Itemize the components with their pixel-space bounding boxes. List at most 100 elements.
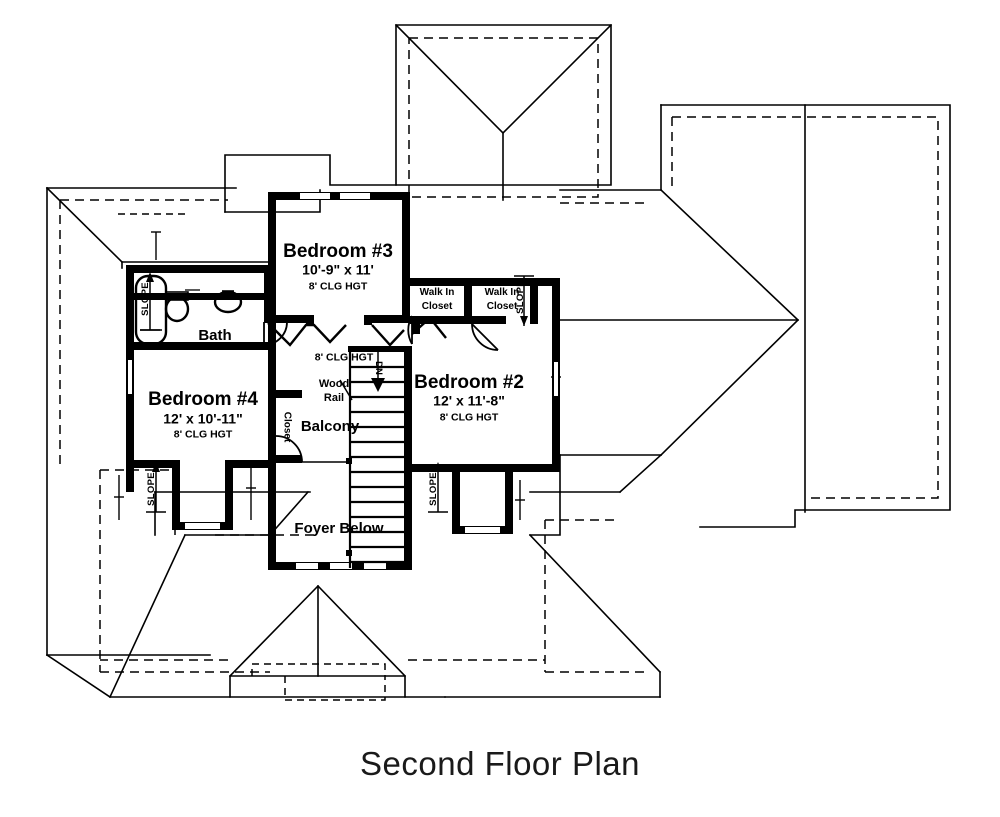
wall-bath-left [126,265,134,350]
slope-label-4: SLOPE [428,472,440,506]
closet-label-walkin-left-line2: Closet [421,300,453,312]
wall-hall-jog-right [364,315,372,325]
right-point-bay-roof [659,188,800,457]
window-bedroom4-bay [185,523,220,529]
right-wing-eave-dashed [672,116,939,499]
wall-bedroom2-left-stub [412,316,420,334]
wall-walkin-bottom-right [472,316,506,324]
bottom-gable-eave [251,663,386,676]
door-closet-arc [275,435,303,463]
bath-fixtures-group [134,274,243,346]
room-dimension-bedroom3: 10'-9" x 11' [302,261,374,278]
wall-bedroom3-right [402,192,410,322]
wall-walkin-outer-right [552,278,560,326]
room-dimension-bedroom2: 12' x 11'-8" [433,392,505,409]
wall-stair-top [348,346,406,352]
window-foyer-a [296,563,318,569]
slope-label-1: SLOPE [140,282,152,316]
top-dormer-hip-lines [394,23,613,135]
wall-bedroom3-top [268,192,410,200]
ceiling-height-balcony: 8' CLG HGT [314,351,374,364]
toilet-bowl-icon [164,295,190,323]
room-dimension-bedroom4: 12' x 10'-11" [163,410,243,427]
walls-group [126,192,560,570]
wall-balcony-left-lower [268,462,276,570]
wall-bath-vanity-divider [126,293,276,300]
room-label-balcony: Balcony [300,418,360,436]
rail-post-b [346,550,352,556]
ceiling-height-bedroom3: 8' CLG HGT [308,280,368,293]
wall-bedroom3-left [268,192,276,322]
top-dormer-eave-dashed [408,37,599,198]
right-wing-roof-outline [660,104,951,528]
window-bedroom3-a [300,193,330,199]
room-label-bedroom2: Bedroom #2 [414,372,524,394]
wall-bedroom4-bay [126,460,268,530]
wall-bedroom2-right [552,326,560,472]
room-label-foyer-below: Foyer Below [294,520,384,538]
wall-bedroom2-bottom [412,464,560,472]
lower-left-hip-diagonal [108,533,187,699]
wall-bath-bottom [126,342,271,350]
stair-group [276,352,404,568]
upper-left-hip-diagonal [45,186,124,264]
wall-balcony-left-upper [268,323,276,398]
bottom-gable-eave-lower [284,676,386,701]
wall-bedroom2-bay [412,464,560,534]
wall-closet-bottom [268,455,302,463]
window-bedroom2-right [554,362,558,396]
page-title: Second Floor Plan [360,745,640,782]
hall-angled-walls [267,316,447,347]
sink-basin-icon [213,290,243,314]
window-foyer-b [330,563,352,569]
dn-arrow-head [371,378,385,392]
window-bedroom4-left [128,360,132,394]
roof-outline-group [45,23,951,701]
wall-bath-top [126,265,276,273]
wood-rail-label-line1: Wood [318,378,350,391]
toilet-tank-icon [165,291,189,301]
closet-label-walkin-right-line2: Closet [486,300,518,312]
window-foyer-c [364,563,386,569]
wall-walkin-top [410,278,560,286]
closet-label-walkin-left-line1: Walk In [419,286,455,298]
room-label-bedroom4: Bedroom #4 [148,389,258,411]
wall-bedroom4-left [126,342,134,492]
wall-bedroom3-bottom-right [372,315,410,323]
lower-left-hip-corner [45,653,112,699]
wall-walkin-divider [464,278,472,324]
hall-wall-angled-left [267,322,347,347]
hall-wall-angled-right [371,324,405,347]
wood-rail-leader [339,379,353,401]
wall-hall-jog-left [306,315,314,325]
door-walkin-right-leaf [471,323,499,351]
slope-label-2: SLOPE [515,280,527,314]
slope-arrow-2 [520,316,528,326]
room-label-bath: Bath [198,327,232,345]
lower-right-notch [529,491,561,536]
door-walkin-left-arc [407,315,413,345]
stair-direction-label: DN [372,361,384,375]
lower-right-hip-diagonal [528,533,662,674]
hall-wall-angled-right2 [411,316,447,339]
lower-left-diag-a [268,490,310,537]
ceiling-height-bedroom2: 8' CLG HGT [439,411,499,424]
window-bedroom2-bay [465,527,500,533]
lower-right-diag [618,453,663,494]
slope-label-3: SLOPE [146,472,158,506]
wall-closet-top [268,390,302,398]
wall-bedroom3-bottom-left [268,315,306,323]
window-bedroom3-b [340,193,370,199]
wall-walkin-bottom-left [410,316,464,324]
top-dormer-roof-outline [395,24,612,186]
room-label-bedroom3: Bedroom #3 [283,241,393,263]
rail-post-a [346,458,352,464]
door-walkin-right-arc [471,323,499,351]
door-swings-group [263,315,499,463]
wall-stair-right [404,346,412,570]
wood-rail-label-line2: Rail [323,392,345,405]
wall-walkin-right [530,278,538,324]
closet-label-walkin-right-line1: Walk In [484,286,520,298]
